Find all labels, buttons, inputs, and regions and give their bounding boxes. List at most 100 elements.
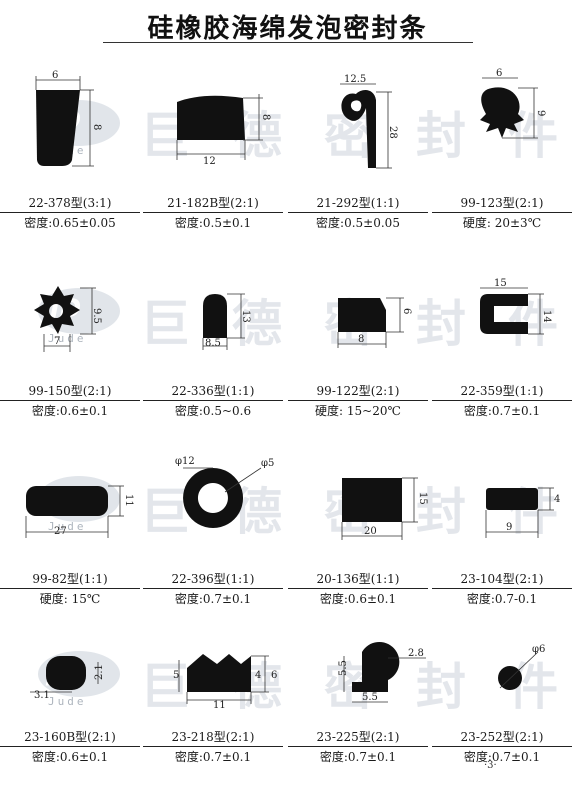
dimension-label: 8 — [91, 124, 102, 130]
dimension-label: 9.5 — [91, 308, 102, 324]
dimension-label: φ12 — [175, 456, 195, 467]
dimension-label: φ5 — [261, 458, 274, 469]
dimension-label: 2.1 — [94, 664, 105, 680]
product-card: 8 12 21-182B型(2:1) 密度:0.5±0.1 — [143, 70, 283, 252]
product-card: 11 27 99-82型(1:1) 硬度: 15℃ — [0, 446, 140, 628]
profile-shape — [36, 90, 80, 166]
profile-shape — [203, 294, 227, 338]
product-model: 99-122型(2:1) — [316, 384, 400, 398]
product-card: φ12 φ5 22-396型(1:1) 密度:0.7±0.1 — [143, 446, 283, 628]
product-spec: 密度:0.5±0.05 — [288, 212, 428, 231]
dimension-label: 5.5 — [362, 692, 378, 703]
product-card: φ6 23-252型(2:1) 密度:0.7±0.1 — [432, 604, 572, 786]
product-spec: 硬度: 15~20℃ — [288, 400, 428, 419]
product-spec: 密度:0.7±0.1 — [143, 588, 283, 607]
product-spec: 硬度: 15℃ — [0, 588, 140, 607]
product-model: 22-396型(1:1) — [171, 572, 255, 586]
product-card: 13 8.5 22-336型(1:1) 密度:0.5~0.6 — [143, 258, 283, 440]
product-card: 15 14 22-359型(1:1) 密度:0.7±0.1 — [432, 258, 572, 440]
profile-diagram: 5.5 2.8 5.5 — [338, 641, 426, 703]
profile-diagram: 2.1 3.1 — [30, 656, 105, 701]
dimension-label: 7 — [54, 336, 60, 347]
dimension-label: 5.5 — [338, 660, 349, 676]
dimension-label: 27 — [54, 526, 67, 537]
product-spec: 密度:0.7±0.1 — [288, 746, 428, 765]
dimension-label: 9 — [535, 110, 546, 116]
product-card: 12.5 28 21-292型(1:1) 密度:0.5±0.05 — [288, 70, 428, 252]
profile-diagram: 15 20 — [341, 477, 428, 540]
profile-shape — [183, 468, 244, 528]
profile-shape — [486, 488, 538, 510]
profile-diagram: 12.5 28 — [340, 74, 398, 169]
dimension-label: 14 — [541, 310, 552, 323]
dimension-label: 12.5 — [344, 74, 366, 85]
product-model: 99-123型(2:1) — [460, 196, 544, 210]
product-model: 23-225型(2:1) — [316, 730, 400, 744]
dimension-label: 6 — [401, 308, 412, 314]
product-model: 99-82型(1:1) — [32, 572, 108, 586]
profile-shape — [352, 641, 400, 692]
product-card: 9.5 7 99-150型(2:1) 密度:0.6±0.1 — [0, 258, 140, 440]
page-number: ·3· — [484, 760, 497, 771]
product-model: 21-292型(1:1) — [316, 196, 400, 210]
product-card: 2.1 3.1 23-160B型(2:1) 密度:0.6±0.1 — [0, 604, 140, 786]
product-spec: 密度:0.7-0.1 — [432, 588, 572, 607]
dimension-label: 13 — [240, 310, 251, 323]
product-card: 6 8 22-378型(3:1) 密度:0.65±0.05 — [0, 70, 140, 252]
product-card: 4 9 23-104型(2:1) 密度:0.7-0.1 — [432, 446, 572, 628]
profile-shape — [341, 90, 376, 168]
product-model: 23-160B型(2:1) — [24, 730, 116, 744]
profile-shape — [187, 654, 251, 692]
dimension-label: 6 — [52, 70, 58, 81]
product-spec: 密度:0.7±0.1 — [432, 400, 572, 419]
product-spec: 密度:0.65±0.05 — [0, 212, 140, 231]
product-card: 5.5 2.8 5.5 23-225型(2:1) 密度:0.7±0.1 — [288, 604, 428, 786]
product-spec: 密度:0.5±0.1 — [143, 212, 283, 231]
dimension-label: 9 — [506, 522, 512, 533]
profile-diagram: 6 9 — [480, 68, 546, 139]
product-card: 15 20 20-136型(1:1) 密度:0.6±0.1 — [288, 446, 428, 628]
profile-diagram: φ12 φ5 — [175, 456, 274, 528]
product-model: 23-252型(2:1) — [460, 730, 544, 744]
product-card: 5 4 6 11 23-218型(2:1) 密度:0.7±0.1 — [143, 604, 283, 786]
product-model: 22-378型(3:1) — [28, 196, 112, 210]
title-divider — [103, 42, 473, 43]
product-spec: 密度:0.6±0.1 — [288, 588, 428, 607]
dimension-label: 8 — [358, 334, 364, 345]
product-card: 6 8 99-122型(2:1) 硬度: 15~20℃ — [288, 258, 428, 440]
product-model: 23-104型(2:1) — [460, 572, 544, 586]
profile-diagram: 13 8.5 — [202, 293, 251, 350]
profile-diagram: 6 8 — [337, 297, 412, 348]
product-spec: 密度:0.7±0.1 — [432, 746, 572, 765]
profile-diagram: 9.5 7 — [34, 286, 102, 352]
dimension-label: 11 — [123, 494, 134, 507]
profile-diagram: 5 4 6 11 — [173, 654, 277, 711]
profile-diagram: 15 14 — [480, 278, 552, 335]
profile-diagram: φ6 — [498, 644, 545, 690]
product-model: 22-336型(1:1) — [171, 384, 255, 398]
product-model: 23-218型(2:1) — [171, 730, 255, 744]
dimension-label: 6 — [271, 670, 277, 681]
profile-shape — [26, 486, 108, 516]
dimension-label: 12 — [203, 156, 216, 167]
profile-diagram: 8 12 — [176, 94, 271, 167]
page-title: 硅橡胶海绵发泡密封条 — [147, 14, 428, 44]
product-model: 99-150型(2:1) — [28, 384, 112, 398]
product-spec: 硬度: 20±3℃ — [432, 212, 572, 231]
profile-diagram: 6 8 — [35, 70, 102, 167]
profile-shape — [46, 656, 86, 690]
profile-diagram: 4 9 — [485, 487, 560, 538]
dimension-label: 2.8 — [408, 648, 424, 659]
product-model: 20-136型(1:1) — [316, 572, 400, 586]
profile-shape — [342, 478, 402, 522]
product-card: 6 9 99-123型(2:1) 硬度: 20±3℃ — [432, 68, 572, 252]
dimension-label: 11 — [213, 700, 226, 711]
dimension-label: 3.1 — [34, 690, 50, 701]
dimension-label: 5 — [173, 670, 179, 681]
profile-shape — [177, 95, 245, 140]
dimension-label: 6 — [496, 68, 502, 79]
dimension-label: 8 — [260, 114, 271, 120]
profile-shape — [338, 298, 386, 332]
product-model: 22-359型(1:1) — [460, 384, 544, 398]
dimension-label: φ6 — [532, 644, 545, 655]
